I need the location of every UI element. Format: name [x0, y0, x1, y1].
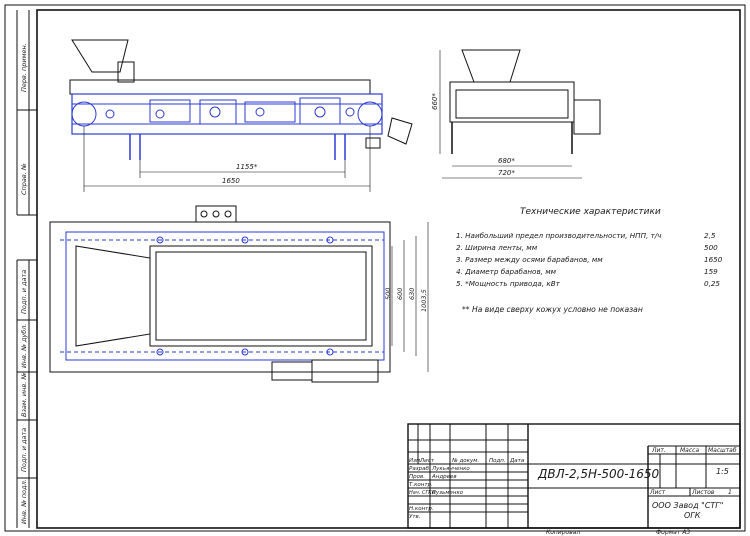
tb-name-0: Лукьянченко	[431, 466, 470, 472]
drive-motor-end	[573, 99, 601, 135]
left-stamp: Перв. примен. Справ. № Подп. и дата Инв.…	[16, 10, 37, 528]
tb-format: Формат А3	[656, 529, 690, 536]
spec-row-5-label: 5. *Мощность привода, кВт	[456, 279, 561, 288]
dim-600: 600	[396, 288, 404, 300]
tb-sheets-label: Листов	[691, 489, 715, 496]
tb-role-4: Н.контр.	[409, 506, 434, 512]
spec-row-1-value: 2,5	[704, 231, 716, 240]
side-label-0: Перв. примен.	[20, 43, 28, 92]
spec-row-2-value: 500	[704, 243, 718, 252]
hopper-side	[71, 39, 129, 73]
tb-role-3: Нач. СГКО	[409, 490, 436, 496]
spec-row-4-label: 4. Диаметр барабанов, мм	[456, 267, 557, 276]
tb-role-1: Пров.	[409, 474, 425, 480]
spec-note: ** На виде сверху кожух условно не показ…	[462, 305, 643, 314]
dim-720: 720*	[498, 169, 515, 177]
tb-org-line1: ООО Завод "СТГ"	[652, 501, 723, 510]
inner-frame	[36, 9, 741, 529]
top-terminal-box	[195, 205, 237, 223]
tb-col-izm: Изм.	[409, 458, 422, 464]
side-label-2: Подп. и дата	[20, 270, 28, 314]
tb-role-2: Т.контр.	[409, 482, 433, 488]
gearbox-top	[311, 359, 379, 383]
hopper-top	[75, 245, 151, 347]
tb-role-0: Разраб.	[409, 466, 431, 472]
tb-col-list: Лист	[419, 458, 435, 464]
spec-row-1-label: 1. Наибольший предел производительности,…	[456, 231, 661, 240]
frame-top	[49, 221, 391, 373]
side-view: 1155* 1650	[69, 39, 413, 192]
spec-row-2-label: 2. Ширина ленты, мм	[456, 243, 538, 252]
spec-row-4-value: 159	[704, 267, 718, 276]
side-label-1: Справ. №	[20, 163, 28, 195]
side-label-6: Инв. № подл.	[20, 479, 28, 524]
hopper-end	[461, 49, 521, 83]
end-view: 660* 680* 720*	[431, 49, 601, 179]
tech-specs: Технические характеристики 1. Наибольший…	[456, 207, 723, 314]
tb-copied: Копировал	[546, 529, 580, 536]
motor-top	[271, 361, 313, 381]
drive-motor-side	[387, 117, 413, 145]
top-view: 500 600 630 1003,5	[49, 205, 429, 383]
tb-sheets-value: 1	[728, 489, 732, 496]
dim-680: 680*	[498, 157, 515, 165]
tb-name-3: Кузьменко	[432, 490, 464, 496]
dim-1003: 1003,5	[420, 289, 428, 312]
specs-title: Технические характеристики	[520, 207, 661, 217]
tb-mass-label: Масса	[680, 447, 699, 454]
spec-row-3-value: 1650	[704, 255, 723, 264]
tb-scale-value: 1:5	[716, 467, 729, 476]
tb-scale-label: Масштаб	[708, 447, 737, 454]
tb-lit-label: Лит.	[651, 447, 666, 454]
title-block: Изм. Лист № докум. Подп. Дата Разраб. Пр…	[407, 423, 741, 536]
tb-name-1: Андреев	[431, 474, 457, 480]
side-label-4: Взам. инв. №	[20, 373, 28, 417]
tail-drum	[71, 101, 97, 127]
side-label-5: Подп. и дата	[20, 428, 28, 472]
tb-col-date: Дата	[509, 458, 525, 464]
tb-col-doc: № докум.	[451, 458, 479, 464]
outer-frame	[4, 4, 746, 532]
dim-630: 630	[408, 288, 416, 300]
tb-org-line2: ОГК	[684, 511, 701, 520]
side-label-3: Инв. № дубл.	[20, 324, 28, 368]
drawing-designation: ДВЛ-2,5Н-500-1650	[537, 467, 660, 481]
dim-1650: 1650	[222, 177, 240, 185]
tb-sheet-label: Лист	[649, 489, 666, 496]
spec-row-5-value: 0,25	[704, 279, 720, 288]
spec-row-3-label: 3. Размер между осями барабанов, мм	[456, 255, 603, 264]
head-drum	[357, 101, 383, 127]
dim-500: 500	[384, 288, 392, 300]
dim-660: 660*	[431, 93, 439, 110]
belt-top	[149, 245, 373, 347]
tb-role-5: Утв.	[409, 514, 421, 520]
tb-col-sign: Подп.	[489, 458, 506, 464]
dim-1155: 1155*	[236, 163, 258, 171]
